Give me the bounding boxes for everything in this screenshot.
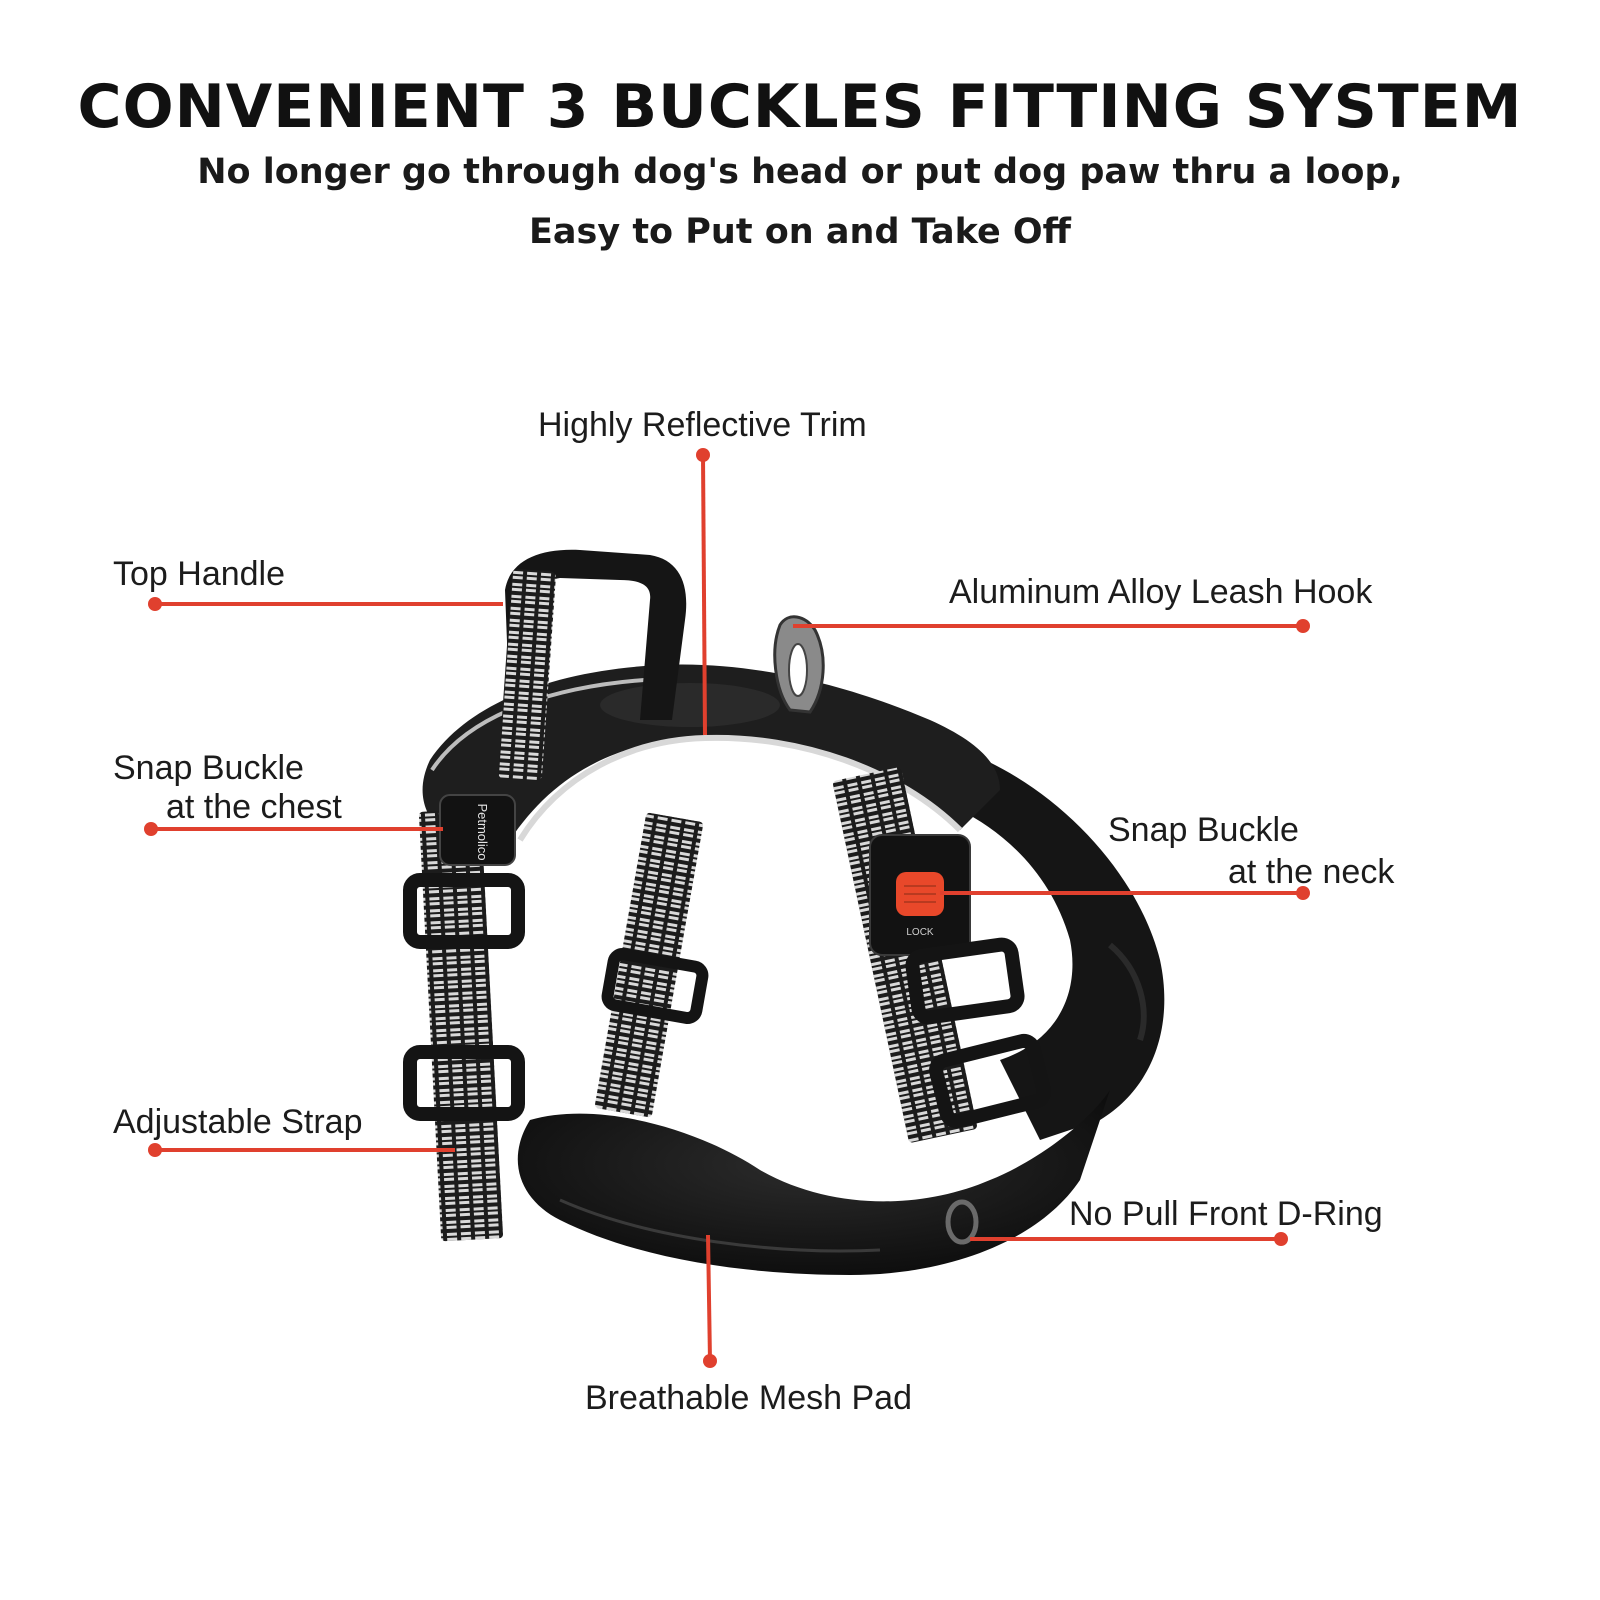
chest-strap [418, 808, 504, 1242]
subtitle-line-2: Easy to Put on and Take Off [528, 212, 1072, 252]
subtitle-line-1: No longer go through dog's head or put d… [197, 152, 1403, 192]
chest-adjuster-bottom [403, 1045, 525, 1121]
middle-strap [595, 812, 703, 1118]
callout-line-mesh-pad [706, 1234, 712, 1362]
callout-lines [144, 448, 1310, 1368]
label-adjustable-strap: Adjustable Strap [113, 1103, 363, 1141]
label-neck-buckle-1: Snap Buckle [1108, 811, 1299, 849]
chest-buckle: Petmolico [439, 794, 516, 866]
mesh-pad-shape [517, 1090, 1110, 1275]
neck-adjuster-bottom [929, 1033, 1051, 1129]
back-panel [422, 664, 1000, 840]
label-top-handle: Top Handle [113, 555, 286, 593]
page-title: CONVENIENT 3 BUCKLES FITTING SYSTEM [77, 72, 1523, 142]
label-d-ring: No Pull Front D-Ring [1069, 1195, 1383, 1233]
neck-adjuster-top [905, 937, 1025, 1025]
chest-adjuster-top [403, 873, 525, 949]
neck-strap-padding [960, 760, 1165, 1140]
label-mesh-pad: Breathable Mesh Pad [585, 1379, 912, 1417]
brand-mark: Petmolico [475, 803, 490, 860]
top-handle-webbing [498, 569, 556, 781]
label-neck-buckle-2: at the neck [1228, 853, 1395, 891]
middle-adjuster [601, 948, 709, 1024]
lock-mark: LOCK [906, 927, 934, 938]
label-reflective-trim: Highly Reflective Trim [538, 406, 867, 444]
leash-hook [773, 615, 825, 714]
d-ring [945, 1199, 979, 1245]
label-chest-buckle-1: Snap Buckle [113, 749, 304, 787]
harness-illustration: Petmolico LOCK [403, 549, 1165, 1275]
label-chest-buckle-2: at the chest [166, 788, 342, 826]
callout-line-reflective-trim [701, 454, 707, 736]
label-leash-hook: Aluminum Alloy Leash Hook [949, 573, 1373, 611]
